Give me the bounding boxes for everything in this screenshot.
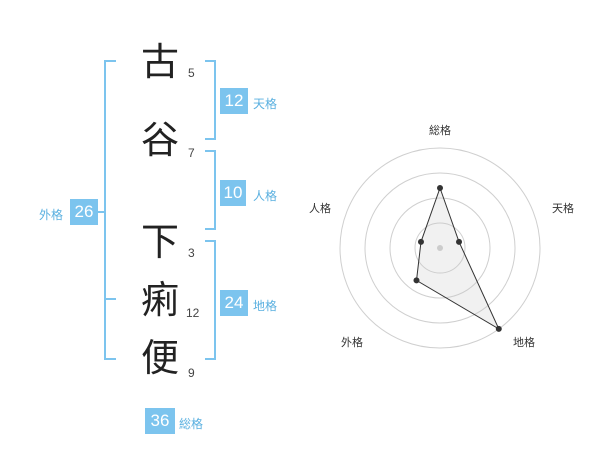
name-char-1: 古 (140, 40, 179, 84)
gaikaku-bracket (104, 60, 116, 360)
name-char-5: 便 (140, 336, 179, 380)
stroke-count-5: 9 (188, 366, 195, 380)
radar-center (437, 245, 443, 251)
tenkaku-bracket (205, 60, 216, 140)
radar-point-2 (456, 238, 463, 245)
chikaku-bracket (205, 240, 216, 360)
chikaku-label: 地格 (253, 299, 278, 313)
jinkaku-value: 10 (220, 180, 246, 206)
tenkaku-value: 12 (220, 88, 248, 114)
gaikaku-bracket-connector (96, 211, 106, 213)
stroke-count-3: 3 (188, 246, 195, 260)
gaikaku-value: 26 (70, 199, 98, 225)
radar-point-4 (413, 277, 420, 284)
soukaku-label: 総格 (179, 417, 204, 431)
gaikaku-label: 外格 (39, 208, 64, 222)
radar-points (413, 185, 502, 332)
radar-data-polygon (415, 186, 500, 331)
radar-point-5 (417, 238, 424, 245)
radar-ring-1 (414, 222, 466, 274)
jinkaku-bracket (205, 150, 216, 230)
radar-point-3 (495, 325, 502, 332)
soukaku-value: 36 (145, 408, 175, 434)
name-char-3: 下 (140, 220, 179, 264)
name-char-4: 痢 (140, 278, 179, 322)
radar-ring-2 (389, 197, 491, 299)
name-char-2: 谷 (140, 118, 179, 162)
gaikaku-bracket-tick (104, 298, 116, 300)
radar-ring-4 (339, 147, 541, 349)
radar-axis-label-3: 地格 (513, 335, 535, 349)
radar-axis-label-5: 人格 (309, 201, 331, 215)
jinkaku-label: 人格 (253, 189, 278, 203)
radar-axis-label-1: 総格 (429, 123, 451, 137)
stroke-count-4: 12 (186, 306, 200, 320)
radar-point-1 (437, 185, 443, 191)
radar-rings (339, 147, 541, 349)
tenkaku-label: 天格 (253, 97, 278, 111)
stroke-count-1: 5 (188, 66, 195, 80)
chikaku-value: 24 (220, 290, 248, 316)
radar-ring-3 (364, 172, 516, 324)
stroke-count-2: 7 (188, 146, 195, 160)
radar-axis-label-2: 天格 (552, 201, 574, 215)
radar-axis-label-4: 外格 (341, 335, 363, 349)
